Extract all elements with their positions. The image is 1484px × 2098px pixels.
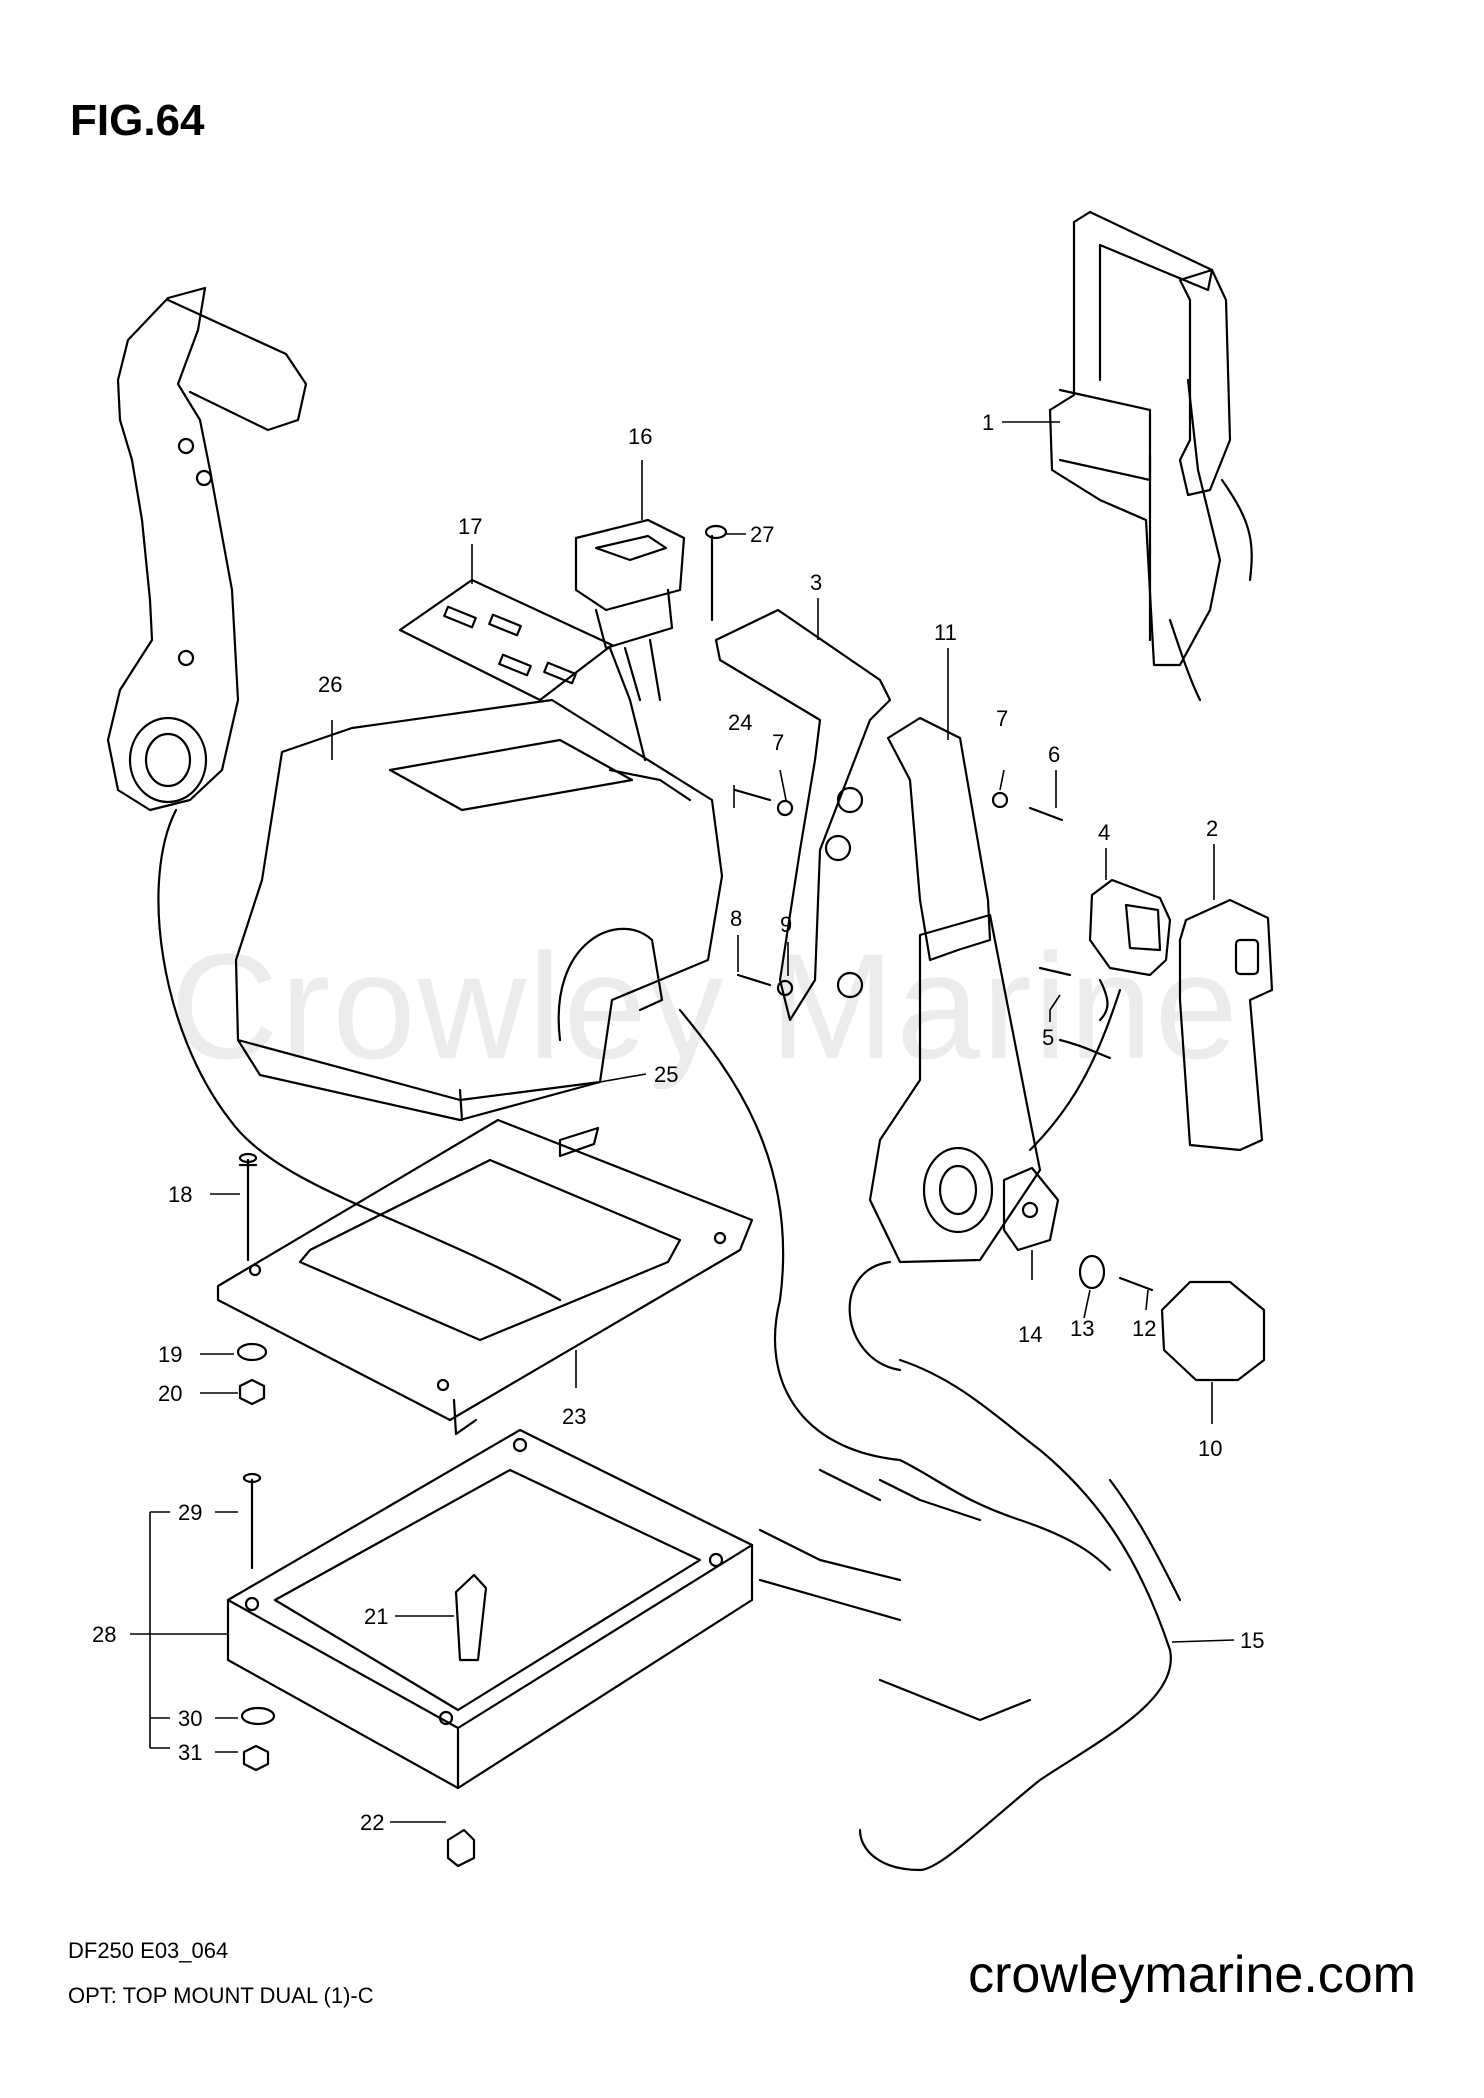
base-plate-drawing [216, 1118, 754, 1422]
part-label-26: 26 [318, 672, 342, 697]
part-label-14: 14 [1018, 1322, 1042, 1347]
part-label-7b: 7 [996, 706, 1008, 731]
part-label-10: 10 [1198, 1436, 1222, 1461]
part-label-17: 17 [458, 514, 482, 539]
single-lever-drawing [1048, 210, 1253, 702]
part-labels: 1 2 3 4 5 6 7 7 8 9 10 11 12 13 14 15 16… [92, 410, 1264, 1835]
right-lever-drawing [848, 716, 1122, 1372]
leader-lines [130, 421, 1235, 1823]
switch-drawing [574, 518, 686, 762]
left-lever-drawing [106, 286, 562, 1302]
figure-title: FIG.64 [70, 96, 205, 145]
part-label-7a: 7 [772, 730, 784, 755]
part-label-29: 29 [178, 1500, 202, 1525]
handle-drawing [1178, 898, 1274, 1152]
part-label-13: 13 [1070, 1316, 1094, 1341]
site-url[interactable]: crowleymarine.com [968, 1946, 1416, 2004]
plate-drawing [398, 578, 614, 702]
part-label-11: 11 [934, 620, 957, 645]
part-label-8: 8 [730, 906, 742, 931]
diagram-code: DF250 E03_064 [68, 1938, 229, 1963]
part-label-25: 25 [654, 1062, 678, 1087]
part-label-31: 31 [178, 1740, 202, 1765]
part-label-20: 20 [158, 1381, 182, 1406]
part-label-6: 6 [1048, 742, 1060, 767]
part-label-9: 9 [780, 912, 792, 937]
part-label-2: 2 [1206, 816, 1218, 841]
harness-drawing [678, 1008, 1182, 1872]
part-label-24: 24 [728, 710, 752, 735]
part-label-5: 5 [1042, 1025, 1054, 1050]
fasteners-drawing [236, 524, 1266, 1868]
diagram-caption: OPT: TOP MOUNT DUAL (1)-C [68, 1983, 374, 2008]
part-label-1: 1 [982, 410, 994, 435]
part-label-18: 18 [168, 1182, 192, 1207]
trim-switch-drawing [1088, 878, 1172, 1022]
part-label-3: 3 [810, 570, 822, 595]
part-label-27: 27 [750, 522, 774, 547]
part-label-19: 19 [158, 1342, 182, 1367]
part-label-22: 22 [360, 1810, 384, 1835]
cover-box-drawing [234, 698, 724, 1122]
part-label-16: 16 [628, 424, 652, 449]
base-drawing [226, 1428, 754, 1790]
part-label-28: 28 [92, 1622, 116, 1647]
watermark: Crowley Marine [170, 922, 1240, 1090]
part-label-12: 12 [1132, 1316, 1156, 1341]
part-label-21: 21 [364, 1604, 388, 1629]
part-label-30: 30 [178, 1706, 202, 1731]
part-label-15: 15 [1240, 1628, 1264, 1653]
bracket-drawing [714, 608, 892, 1022]
part-label-4: 4 [1098, 820, 1110, 845]
part-label-23: 23 [562, 1404, 586, 1429]
cam-drawing [454, 1573, 488, 1662]
